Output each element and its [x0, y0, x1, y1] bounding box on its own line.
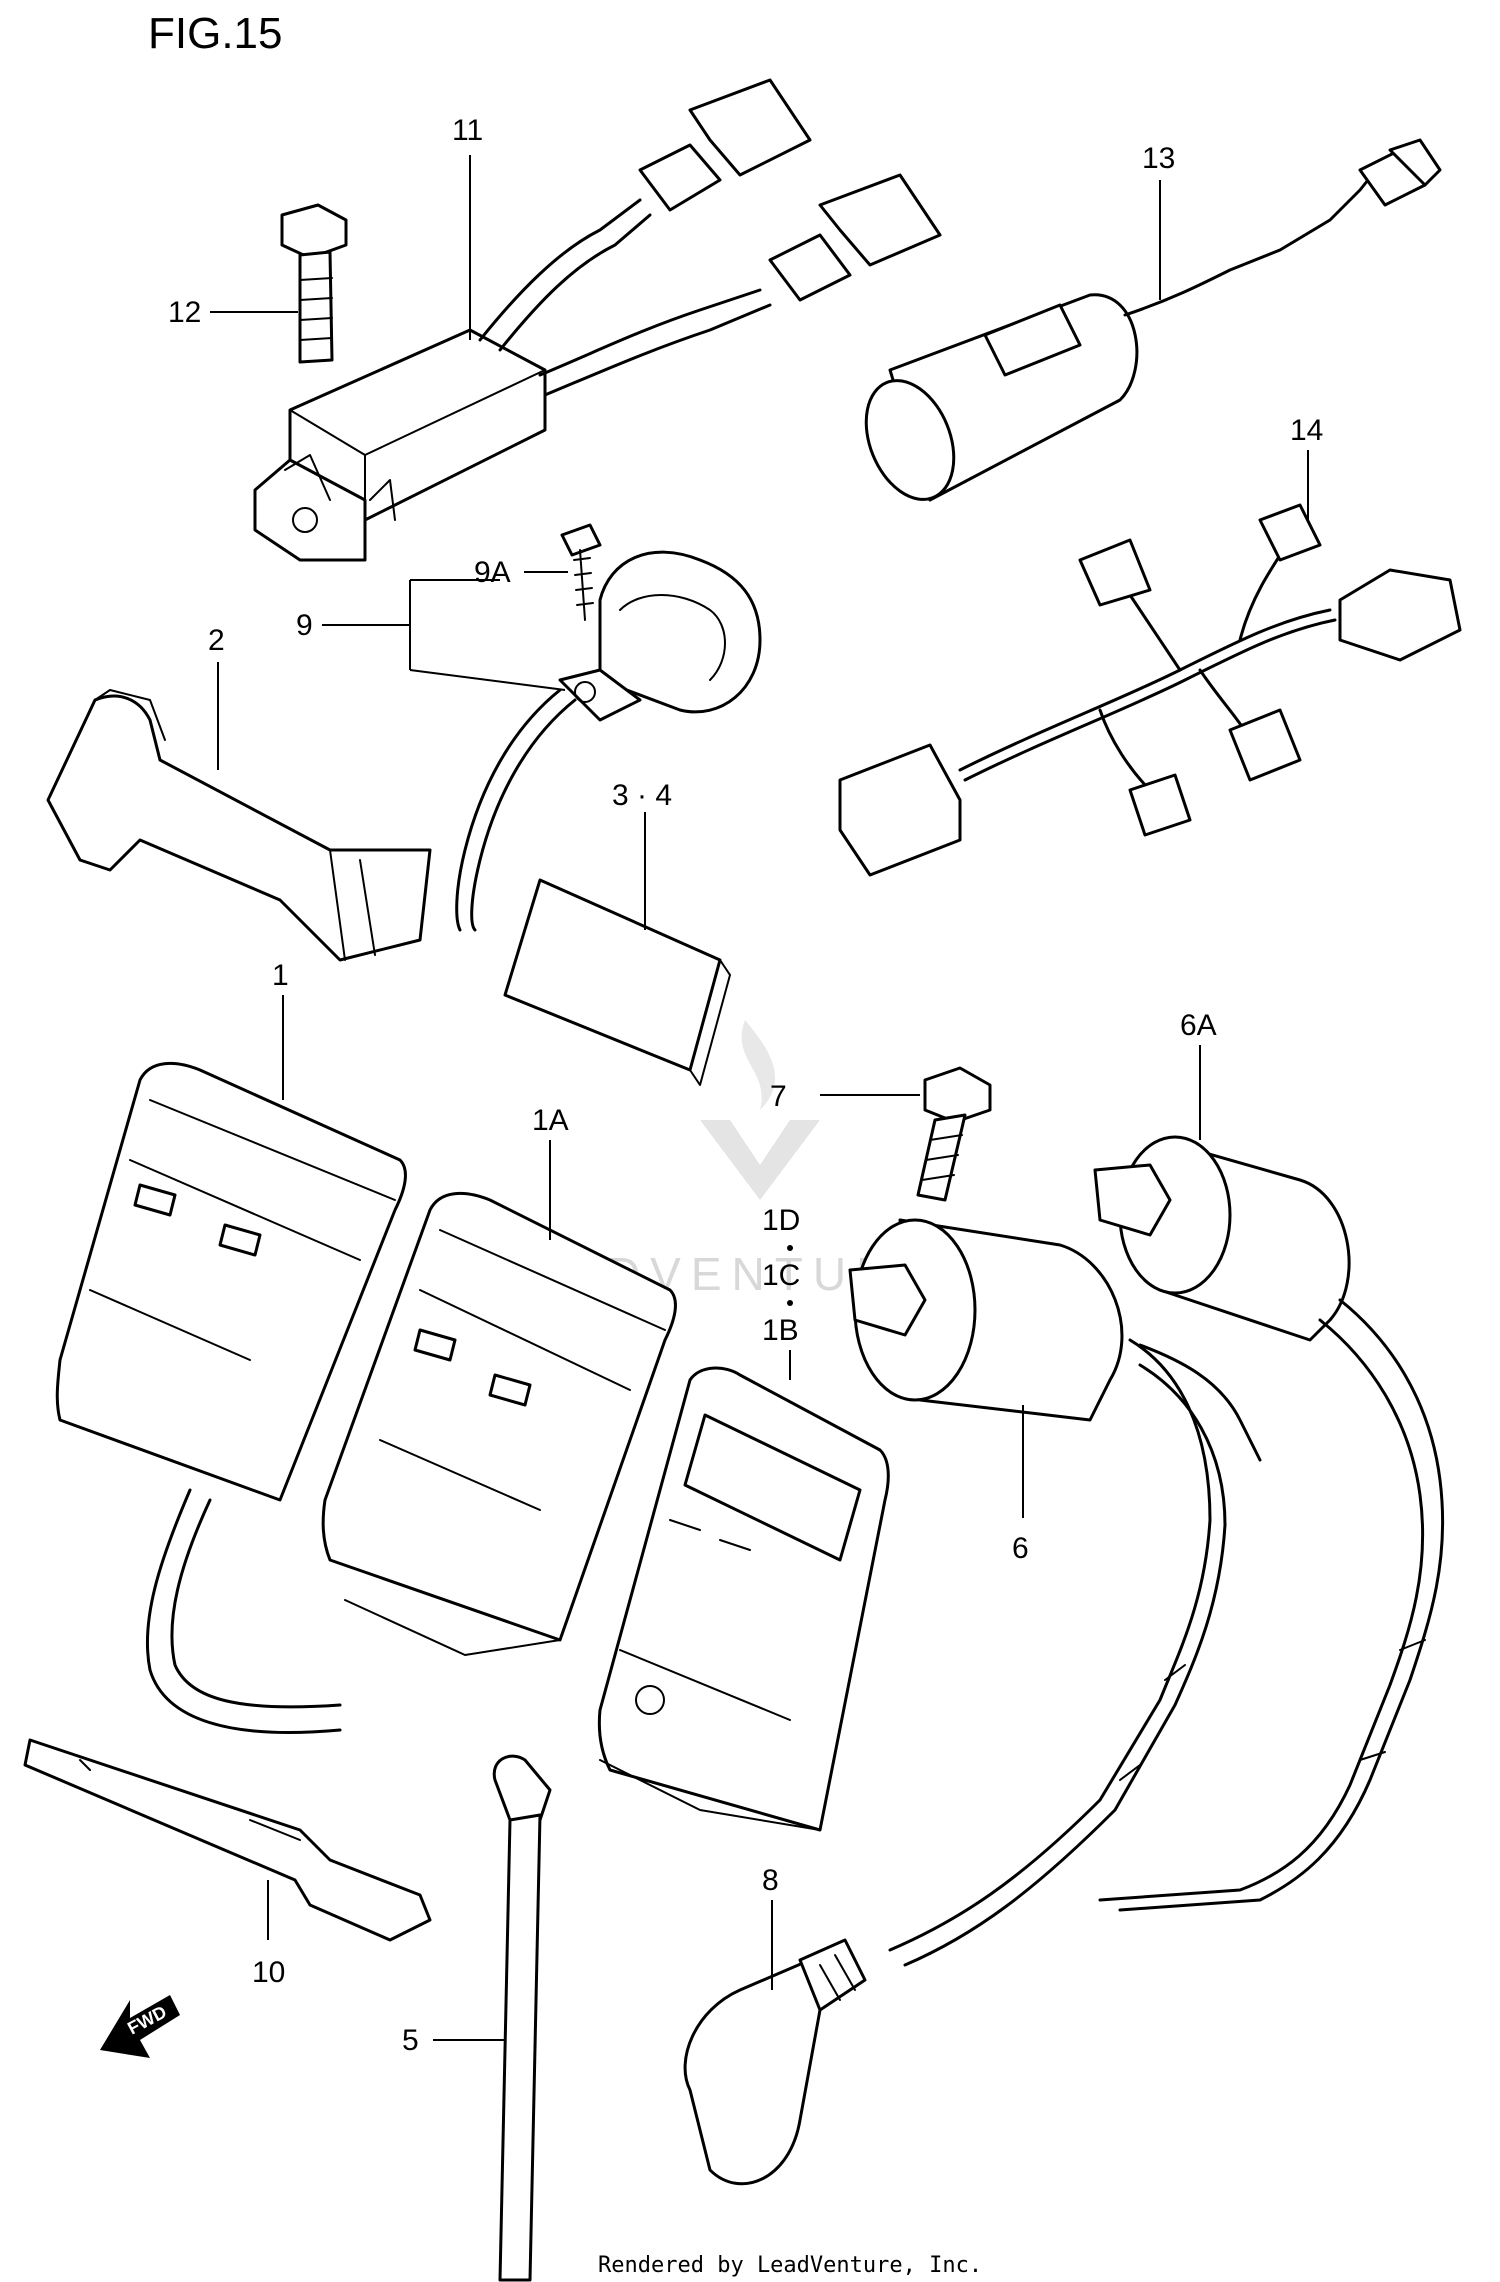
callout-dot-2: [787, 1300, 793, 1306]
callout-2: 2: [208, 624, 225, 657]
callout-10: 10: [252, 1956, 285, 1989]
callout-1c: 1C: [762, 1259, 800, 1292]
callout-9: 9: [296, 609, 313, 642]
part-11-module: [253, 78, 942, 562]
part-1-ignitor: [55, 1061, 407, 1734]
callout-dot-1: [787, 1245, 793, 1251]
part-13-capacitor: [864, 138, 1442, 502]
part-6-coil: [848, 1218, 1262, 1967]
part-1a-ignitor: [321, 1191, 677, 1656]
part-1b-ignitor: [597, 1366, 890, 1832]
callout-6a: 6A: [1180, 1009, 1217, 1042]
callout-14: 14: [1290, 414, 1323, 447]
part-2-strap: [46, 689, 432, 962]
part-10-cable-tie: [23, 1738, 432, 1942]
part-5-clamp-tie: [492, 1754, 552, 2282]
callout-9a: 9A: [474, 556, 511, 589]
callout-5: 5: [402, 2024, 419, 2057]
part-6a-coil: [1093, 1135, 1445, 1912]
callout-11: 11: [452, 114, 483, 147]
figure-title: FIG.15: [148, 9, 283, 58]
fwd-arrow-icon: FWD: [100, 1995, 180, 2058]
callout-7: 7: [770, 1080, 787, 1113]
part-3-4-pad: [503, 878, 731, 1086]
callout-3-4: 3 · 4: [612, 779, 672, 812]
leader-9: [322, 579, 566, 691]
callout-12: 12: [168, 296, 201, 329]
callout-6: 6: [1012, 1532, 1029, 1565]
part-12-bolt: [280, 203, 348, 364]
callout-13: 13: [1142, 142, 1175, 175]
part-7-bolt: [916, 1066, 992, 1202]
part-9-clamp: [455, 523, 762, 932]
credit-text: Rendered by LeadVenture, Inc.: [598, 2253, 982, 2278]
callout-1b: 1B: [762, 1314, 799, 1347]
part-8-plug-cap: [683, 1938, 867, 2186]
callout-1d: 1D: [762, 1204, 800, 1237]
callout-1a: 1A: [532, 1104, 569, 1137]
part-14-harness: [838, 503, 1462, 877]
callout-8: 8: [762, 1864, 779, 1897]
callout-1: 1: [272, 959, 289, 992]
